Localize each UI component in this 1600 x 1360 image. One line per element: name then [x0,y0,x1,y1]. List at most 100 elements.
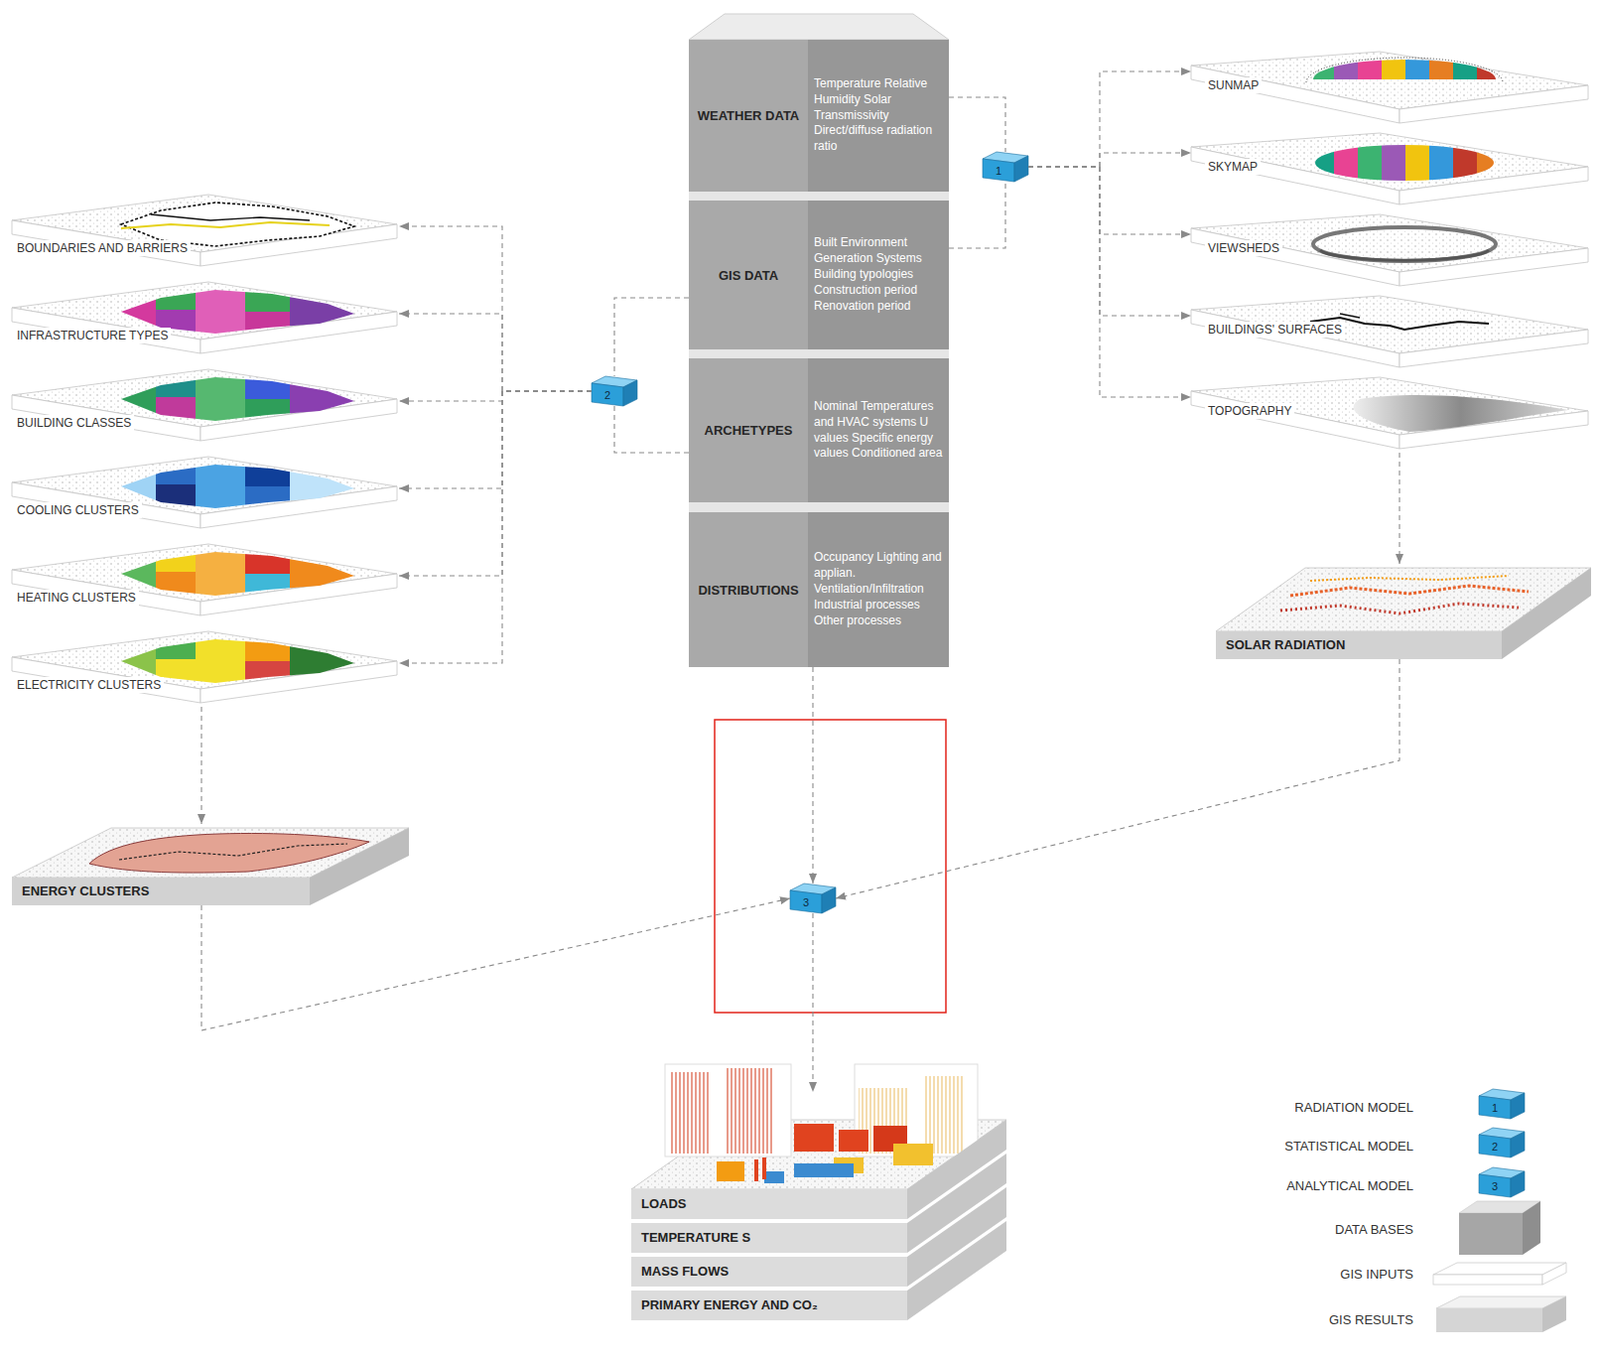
box-body: Occupancy Lighting and applian. Ventilat… [807,549,949,629]
results-stack [854,1064,978,1157]
highlight-frame [714,719,946,1013]
dashed-connector [1028,166,1192,235]
energy-clusters-slab [11,827,409,906]
solar-radiation-slab [1501,567,1592,660]
legend-label: ANALYTICAL MODEL [1191,1178,1414,1195]
layer-label: HEATING CLUSTERS [13,589,139,606]
left-gis-layers [245,486,290,517]
layer-label: TOPOGRAPHY [1204,402,1295,419]
model-cubes [982,151,1029,182]
left-gis-layers [155,543,196,572]
results-stack [923,1075,963,1154]
dashed-connector [1398,452,1400,564]
results-stack [762,1157,767,1180]
model-cube: 3 [790,883,836,914]
energy-clusters-slab [309,827,409,906]
dashed-connector [948,181,1006,249]
left-gis-layers [11,194,398,267]
legend-samples [1433,1274,1543,1285]
legend-label: DATA BASES [1191,1221,1414,1238]
results-stack [668,1071,709,1154]
right-gis-layers [1357,51,1382,82]
box-heading: WEATHER DATA [688,108,808,124]
dashed-connector [811,913,813,1092]
right-gis-layers [1429,51,1454,82]
left-gis-layers [155,484,196,517]
left-gis-layers [289,543,360,604]
left-gis-layers [155,571,196,604]
right-gis-layers [1191,133,1589,205]
left-gis-layers [245,631,290,662]
database-stack [688,191,949,201]
solar-radiation-slab [1310,575,1509,581]
right-gis-layers [1405,51,1430,82]
callout-number: 1 [1478,1099,1511,1117]
left-gis-layers [245,456,290,487]
dashed-connector [811,666,813,884]
right-gis-layers [1381,51,1406,82]
box-heading: ARCHETYPES [688,422,808,438]
model-cube: 2 [591,376,638,406]
gis-input-layer: INFRASTRUCTURE TYPES [11,281,400,358]
layer-label: BOUNDARIES AND BARRIERS [13,240,191,257]
right-gis-layers [1310,133,1334,183]
left-gis-layers [11,369,398,441]
gis-input-layer: SUNMAP [1191,51,1589,128]
database-stack [688,349,949,359]
results-stack [724,1067,773,1154]
model-cubes [790,883,836,914]
left-gis-layers [155,456,196,485]
model-number: 2 [591,387,624,404]
left-gis-layers [111,369,360,429]
gis-result-layer: ENERGY CLUSTERS [11,823,409,906]
left-gis-layers [155,397,196,429]
left-gis-layers [245,573,290,604]
left-gis-layers [195,631,246,691]
left-gis-layers [245,543,290,574]
solar-radiation-slab [1215,567,1592,660]
dashed-connector [1028,166,1192,316]
layer-label: BUILDINGS' SURFACES [1204,321,1345,338]
layer-label: BUILDING CLASSES [13,414,134,431]
left-gis-layers [245,281,290,312]
right-gis-layers [1453,133,1477,183]
database-box: DISTRIBUTIONSOccupancy Lighting and appl… [688,512,949,667]
results-stack [764,1171,785,1184]
layer-label: LOADS [641,1189,1007,1219]
gis-result-layer: MASS FLOWS [631,1256,1007,1287]
left-gis-layers [155,369,196,398]
dashed-connector [1028,166,1192,398]
results-stack [754,1159,759,1182]
right-gis-layers [1191,377,1589,449]
right-gis-layers [1405,133,1430,183]
left-gis-layers [11,631,398,703]
right-gis-layers [1310,133,1501,183]
database-box: GIS DATABuilt Environment Generation Sys… [688,200,949,350]
right-gis-layers [1191,51,1589,124]
results-stack [794,1163,854,1178]
legend-samples [1478,1088,1525,1119]
layer-label: PRIMARY ENERGY AND CO₂ [641,1290,1007,1321]
left-gis-layers [111,456,360,517]
left-gis-layers [245,369,290,400]
box-heading: GIS DATA [688,267,808,283]
right-gis-layers [1191,214,1589,286]
dashed-connector [1028,152,1192,167]
left-gis-layers [155,281,196,310]
legend-samples [1542,1262,1567,1285]
gis-input-layer: ELECTRICITY CLUSTERS [11,631,400,707]
gis-result-layer: PRIMARY ENERGY AND CO₂ [631,1290,1007,1321]
results-stack [665,1064,792,1157]
left-gis-layers [150,214,310,221]
database-stack [688,13,949,40]
left-gis-layers [155,631,196,660]
callout-number: 3 [1478,1178,1511,1196]
energy-clusters-slab [119,843,348,860]
left-gis-layers [289,456,360,517]
model-cubes [591,151,1029,914]
right-gis-layers [1357,133,1382,183]
right-gis-layers [1381,133,1406,183]
database-box: ARCHETYPESNominal Temperatures and HVAC … [688,358,949,503]
legend-samples [1478,1127,1525,1158]
right-gis-layers [1333,51,1358,82]
